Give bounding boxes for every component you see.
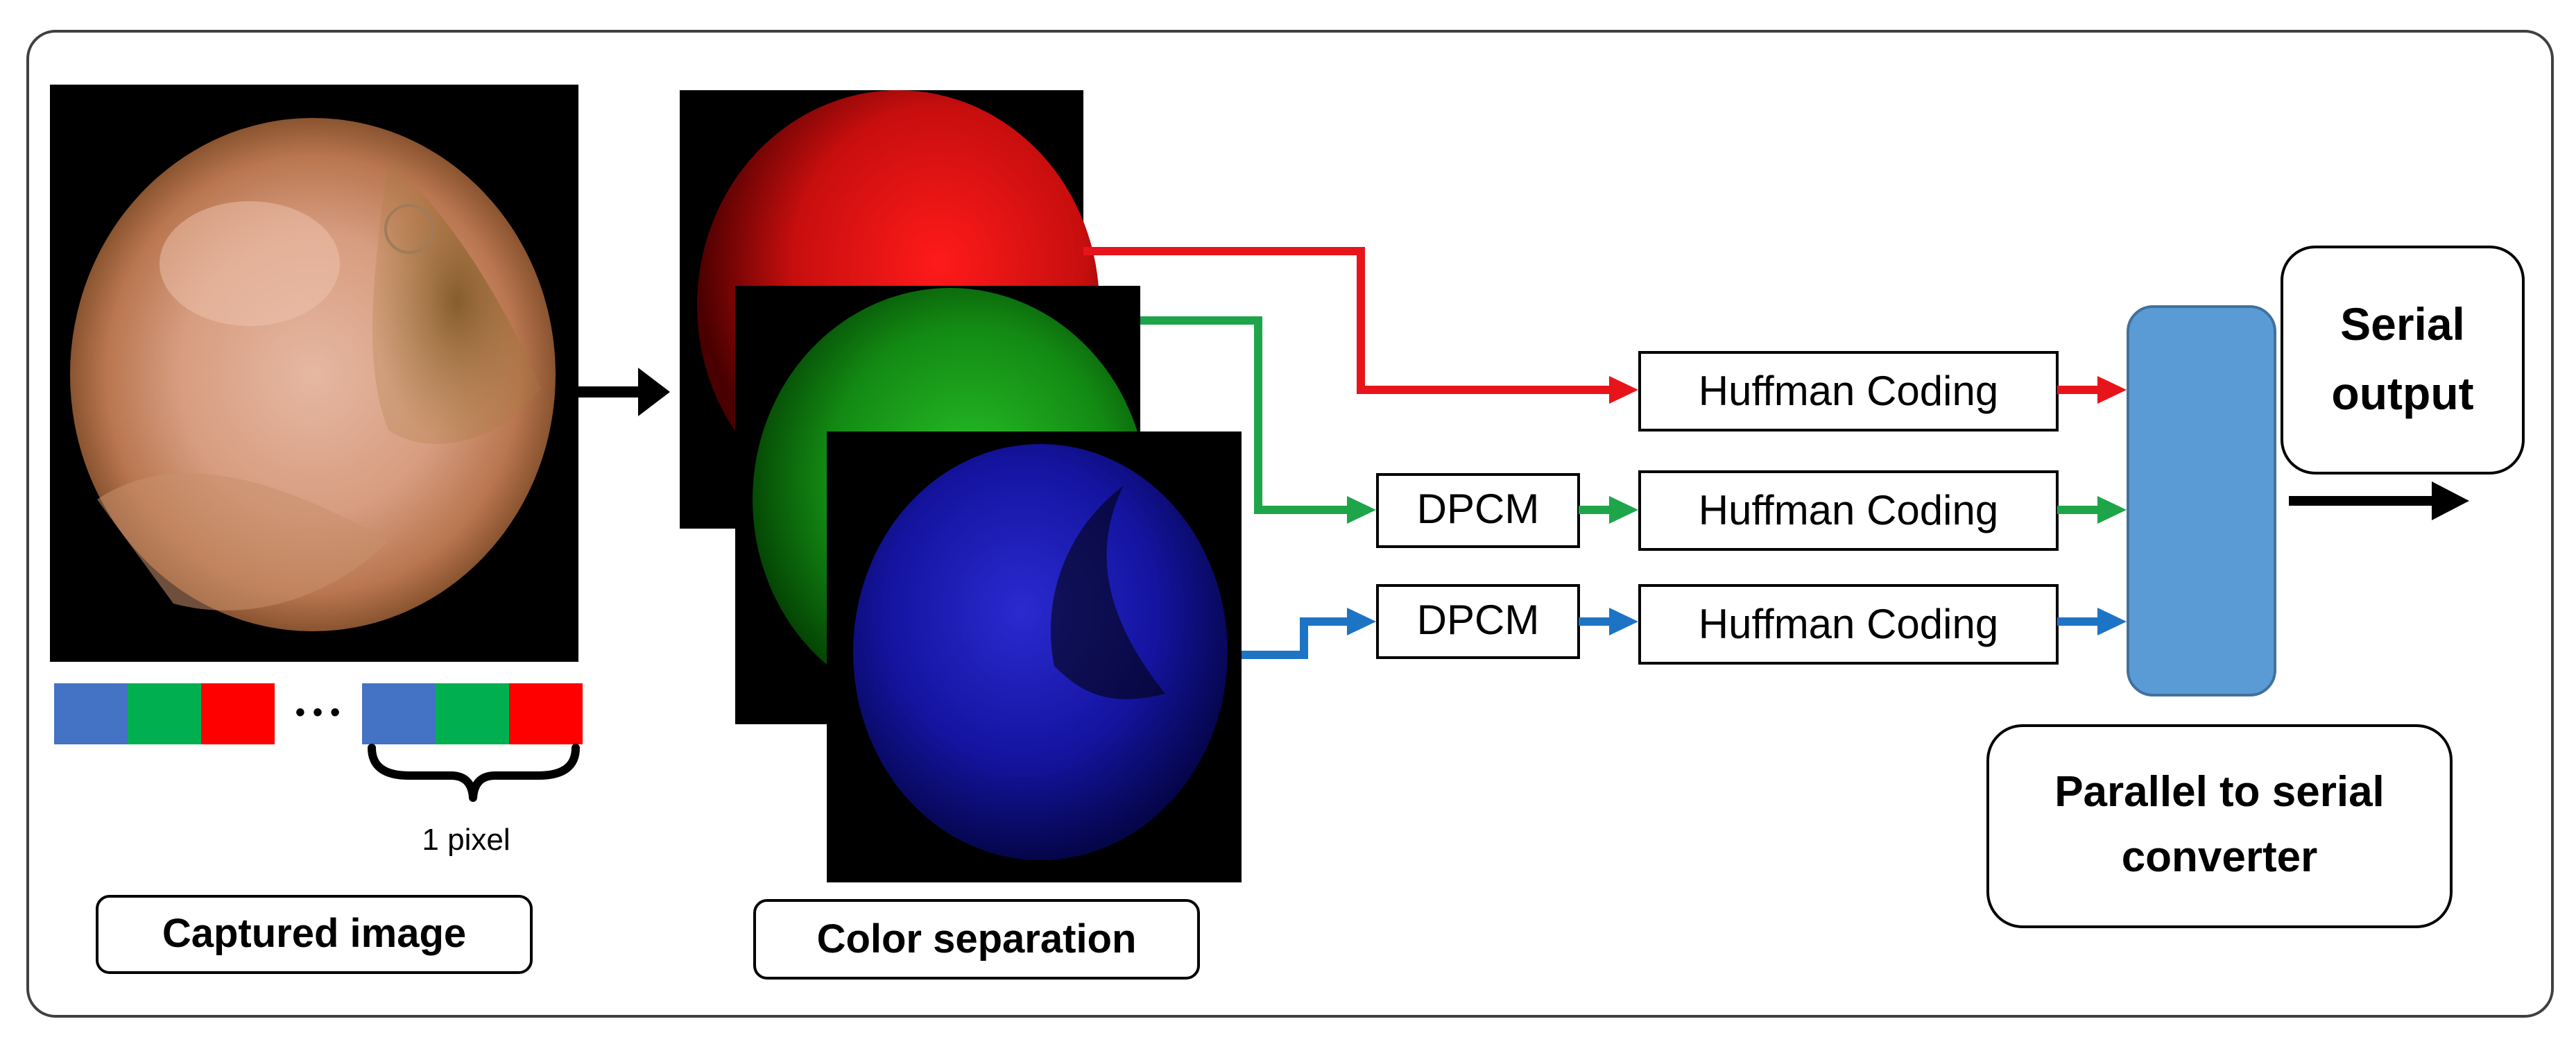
pixel-blue-1 bbox=[54, 683, 128, 744]
huffman-green-label: Huffman Coding bbox=[1699, 487, 1998, 533]
dpcm-blue-label: DPCM bbox=[1417, 597, 1540, 643]
huffman-blue-label: Huffman Coding bbox=[1699, 601, 1998, 647]
blue-arrow-head-1 bbox=[1347, 608, 1376, 635]
converter-label-line1: Parallel to serial bbox=[2054, 768, 2385, 816]
serial-output-label-line1: Serial bbox=[2340, 298, 2465, 350]
green-arrow-head-1 bbox=[1347, 496, 1376, 524]
pixel-red-2 bbox=[509, 683, 583, 744]
pixel-strip: • • • 1 pixel bbox=[54, 683, 583, 857]
ellipsis-text: • • • bbox=[295, 697, 340, 728]
outer-frame bbox=[26, 30, 2554, 1018]
captured-image-label-box bbox=[96, 895, 533, 974]
pixel-blue-2 bbox=[362, 683, 436, 744]
dpcm-green-box bbox=[1376, 473, 1580, 548]
red-arrow-head-2 bbox=[2097, 376, 2127, 404]
color-separation-label-box bbox=[753, 899, 1200, 980]
blue-channel-line bbox=[1242, 617, 1348, 659]
one-pixel-label: 1 pixel bbox=[422, 823, 510, 857]
converter-label-line2: converter bbox=[2122, 833, 2318, 881]
captured-image-icon bbox=[50, 85, 578, 662]
pixel-brace bbox=[368, 744, 580, 802]
green-channel-line bbox=[1140, 316, 1348, 514]
serial-output-label-line2: output bbox=[2331, 368, 2473, 419]
huffman-red-box bbox=[1638, 351, 2059, 431]
serial-output-arrow-head bbox=[2432, 481, 2469, 520]
blue-channel-icon bbox=[827, 431, 1242, 882]
converter-label-box bbox=[1986, 724, 2453, 928]
arrow-head-capture bbox=[638, 368, 670, 416]
dpcm-green-label: DPCM bbox=[1417, 486, 1540, 532]
red-channel-line bbox=[1083, 247, 1616, 394]
huffman-red-label: Huffman Coding bbox=[1699, 368, 1998, 414]
red-arrow-head-1 bbox=[1609, 376, 1638, 404]
pixel-green-1 bbox=[128, 683, 201, 744]
green-arrow-head-2 bbox=[1609, 496, 1638, 524]
blue-arrow-head-2 bbox=[1609, 608, 1638, 635]
blue-arrow-head-3 bbox=[2097, 608, 2127, 635]
green-arrow-head-3 bbox=[2097, 496, 2127, 524]
pixel-red-1 bbox=[201, 683, 275, 744]
parallel-to-serial-block bbox=[2127, 305, 2276, 696]
color-separation-label: Color separation bbox=[817, 916, 1137, 961]
huffman-green-box bbox=[1638, 470, 2059, 551]
huffman-blue-box bbox=[1638, 584, 2059, 665]
serial-output-box bbox=[2281, 246, 2525, 475]
captured-image-label: Captured image bbox=[162, 911, 466, 956]
pixel-green-2 bbox=[436, 683, 509, 744]
